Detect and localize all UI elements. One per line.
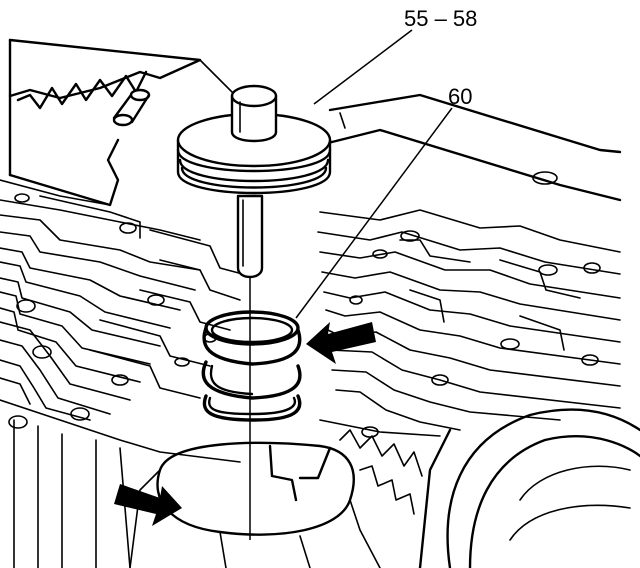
piston-assembly: [176, 84, 332, 540]
spring-callout-label: 60: [448, 84, 472, 109]
spring-leader-line: [295, 107, 453, 319]
arrow-left-to-right-icon: [114, 484, 182, 526]
piston-leader-line: [313, 29, 413, 105]
case-boss: [418, 408, 640, 568]
valve-bore: [129, 441, 381, 568]
return-spring: [201, 310, 302, 422]
dowel-pin: [112, 88, 151, 127]
arrow-right-to-left-icon: [306, 322, 376, 364]
piston-callout-label: 55 – 58: [404, 6, 477, 31]
valve-body-casting: [0, 38, 640, 568]
